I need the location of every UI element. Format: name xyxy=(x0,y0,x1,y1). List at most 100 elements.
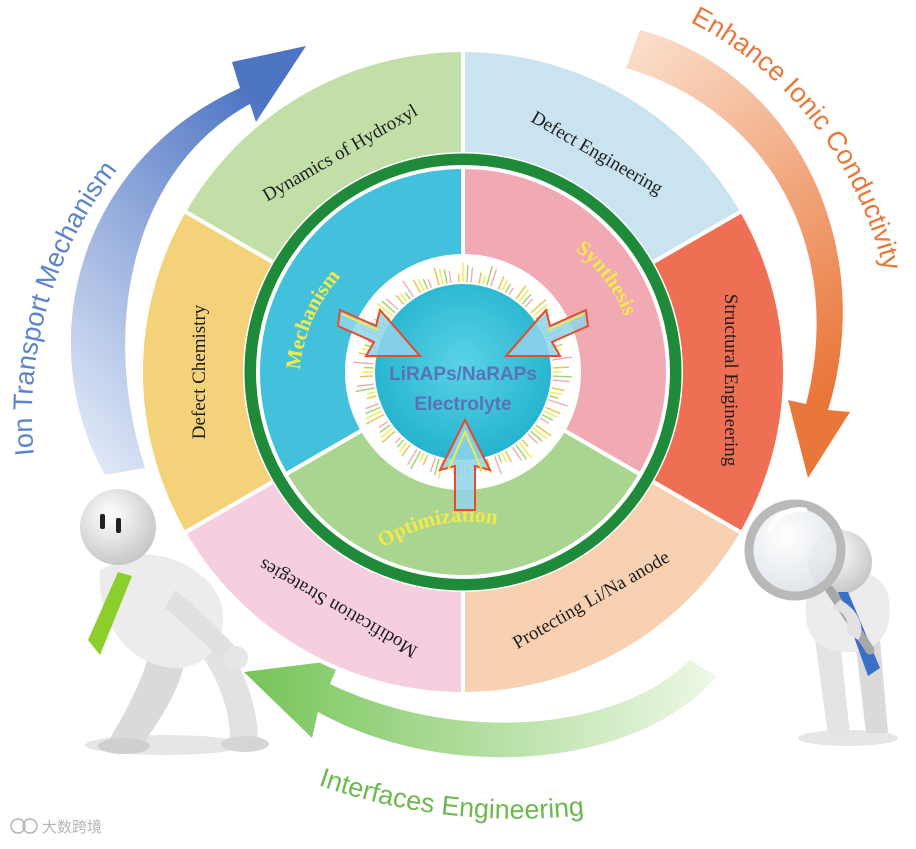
tick-mark xyxy=(419,452,425,462)
tick-mark xyxy=(511,446,522,461)
tick-mark xyxy=(550,391,562,396)
tick-mark xyxy=(377,417,387,424)
tick-mark xyxy=(527,433,538,444)
tick-mark xyxy=(383,433,399,448)
tick-mark xyxy=(490,457,497,474)
green-ring xyxy=(244,153,682,591)
tick-mark xyxy=(433,458,440,476)
tick-mark xyxy=(521,293,532,305)
tick-mark xyxy=(490,269,498,287)
tick-mark xyxy=(376,302,394,317)
tick-mark xyxy=(381,430,396,443)
right-orange-arrow xyxy=(626,30,850,478)
tick-mark xyxy=(547,402,565,411)
tick-mark xyxy=(385,298,399,311)
tick-mark xyxy=(355,356,374,361)
tick-mark xyxy=(360,375,374,378)
tick-mark xyxy=(552,361,571,365)
tick-mark xyxy=(429,457,436,473)
interfaces-engineering-label: Interfaces Engineering xyxy=(316,762,585,824)
tick-mark xyxy=(365,414,385,425)
tick-mark xyxy=(470,267,474,283)
svg-text:大数跨境: 大数跨境 xyxy=(42,818,102,836)
tick-mark xyxy=(426,456,433,469)
tick-mark xyxy=(378,420,389,429)
tick-mark xyxy=(501,279,508,292)
tick-mark xyxy=(486,265,493,286)
tick-mark xyxy=(508,287,514,296)
tick-mark xyxy=(551,387,565,392)
tick-mark xyxy=(422,454,429,466)
tick-mark xyxy=(379,424,391,434)
tick-mark xyxy=(478,272,482,284)
tick-mark xyxy=(365,406,381,415)
tick-mark xyxy=(530,430,543,442)
tick-mark xyxy=(532,427,548,440)
tick-mark xyxy=(524,298,534,308)
tick-mark xyxy=(552,356,573,361)
arrow-from-optimization xyxy=(438,417,492,511)
tick-mark xyxy=(417,278,425,292)
tick-mark xyxy=(552,366,569,369)
tick-mark xyxy=(366,395,377,400)
tick-mark xyxy=(524,436,534,446)
tick-mark xyxy=(407,279,418,296)
left-blue-arrow xyxy=(70,46,307,475)
tick-mark xyxy=(545,406,561,415)
tick-mark xyxy=(380,427,394,439)
center-line-1: LiRAPs/NaRAPs xyxy=(389,364,537,385)
tick-mark xyxy=(539,417,550,424)
tick-mark xyxy=(515,444,528,460)
tick-mark xyxy=(501,452,508,463)
tick-mark xyxy=(433,267,440,286)
tick-mark xyxy=(353,361,374,365)
center-line-2: Electrolyte xyxy=(414,394,511,415)
arrow-from-mechanism xyxy=(336,307,423,357)
tick-mark xyxy=(515,285,527,300)
tick-mark xyxy=(355,387,375,393)
tick-mark xyxy=(453,272,456,283)
segment-label-defect-chemistry: Defect Chemistry xyxy=(189,304,210,439)
tick-mark xyxy=(412,279,421,294)
tick-mark xyxy=(527,303,536,311)
arrow-from-synthesis xyxy=(503,307,590,357)
tick-mark xyxy=(365,399,378,405)
tick-mark xyxy=(448,270,452,283)
tick-mark xyxy=(518,289,530,303)
figure-magnifier xyxy=(744,499,898,746)
tick-mark xyxy=(394,436,402,444)
tick-mark xyxy=(404,292,411,300)
tick-mark xyxy=(532,304,548,317)
bottom-green-arrow xyxy=(244,660,716,758)
tick-mark xyxy=(358,379,374,383)
tick-mark xyxy=(401,444,411,457)
tick-mark xyxy=(396,439,405,448)
tick-mark xyxy=(404,446,415,461)
tick-mark xyxy=(541,414,554,421)
tick-mark xyxy=(537,420,546,427)
tick-mark xyxy=(398,441,408,453)
tick-mark xyxy=(407,448,418,466)
tick-mark xyxy=(552,383,568,387)
tick-mark xyxy=(552,375,572,378)
tick-mark xyxy=(552,379,570,383)
tick-mark xyxy=(535,424,552,437)
tick-mark xyxy=(505,450,512,463)
tick-mark xyxy=(543,410,558,418)
tick-mark xyxy=(466,265,469,283)
tick-mark xyxy=(482,275,486,285)
tick-mark xyxy=(365,410,383,420)
tick-mark xyxy=(497,454,503,463)
center-circle xyxy=(375,284,551,460)
tick-mark xyxy=(443,269,448,284)
tick-mark xyxy=(428,267,436,287)
watermark: 大数跨境 xyxy=(10,818,102,836)
tick-mark xyxy=(356,383,374,388)
tick-mark xyxy=(518,441,533,459)
tick-mark xyxy=(548,399,568,407)
tick-mark xyxy=(493,272,501,288)
tick-mark xyxy=(549,395,559,400)
tick-mark xyxy=(427,279,433,288)
tick-mark xyxy=(365,402,379,410)
